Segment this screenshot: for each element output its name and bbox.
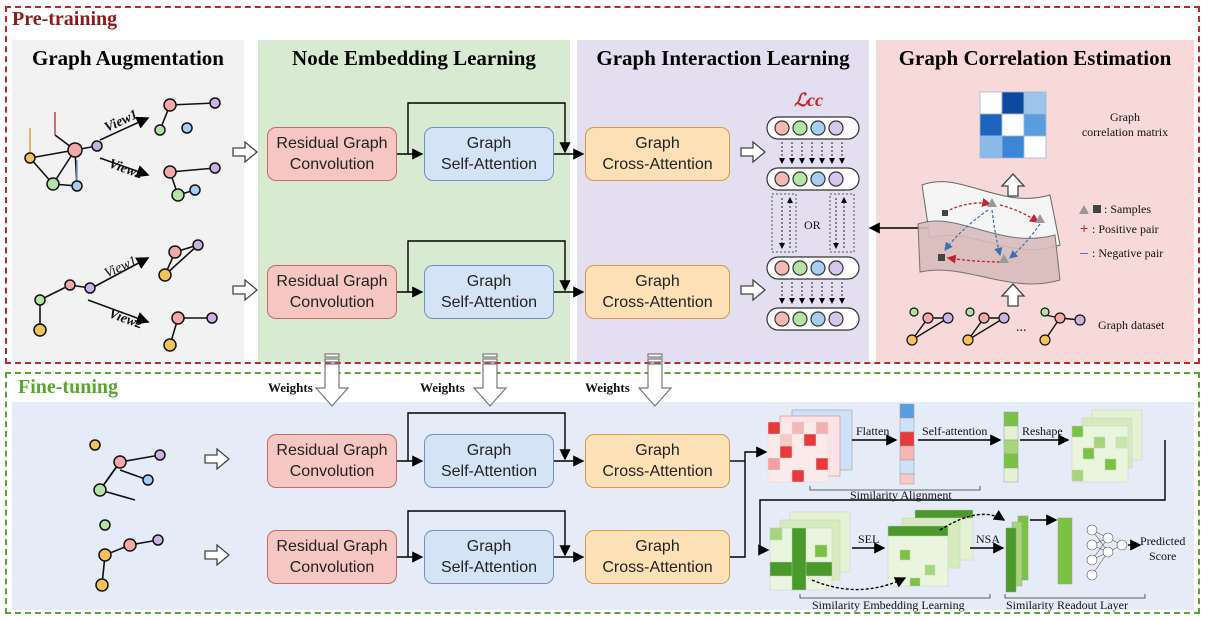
graph-cross-attention-box: Graph Cross-Attention xyxy=(585,265,730,319)
finetuning-label: Fine-tuning xyxy=(18,376,119,398)
graph-self-attention-box: Graph Self-Attention xyxy=(424,265,554,319)
finetuning-border xyxy=(5,372,1200,614)
reshape-label: Reshape xyxy=(1022,424,1063,438)
correlation-matrix-label: Graph correlation matrix xyxy=(1081,110,1169,139)
graph-cross-attention-box: Graph Cross-Attention xyxy=(585,530,730,584)
graph-self-attention-box: Graph Self-Attention xyxy=(424,127,554,181)
module-arrows xyxy=(397,102,1006,563)
self-attention-label: Self-attention xyxy=(922,424,988,438)
reshaped-matrix-stack xyxy=(1071,409,1143,483)
graph-self-attention-box: Graph Self-Attention xyxy=(424,434,554,488)
flatten-vector xyxy=(899,403,915,485)
flatten-label: Flatten xyxy=(856,424,890,438)
similarity-readout-label: Similarity Readout Layer xyxy=(1006,598,1128,612)
similarity-alignment-label: Similarity Alignment xyxy=(850,488,952,502)
pretraining-border xyxy=(5,6,1200,364)
attention-vector xyxy=(1003,411,1019,483)
pretraining-label: Pre-training xyxy=(12,8,118,30)
residual-graph-convolution-box: Residual Graph Convolution xyxy=(267,434,397,488)
section-title-augmentation: Graph Augmentation xyxy=(32,46,224,70)
legend-samples: : Samples xyxy=(1104,202,1151,216)
or-label: OR xyxy=(804,218,821,232)
graph-cross-attention-box: Graph Cross-Attention xyxy=(585,434,730,488)
finetune-flow-arrows xyxy=(758,434,1166,591)
mlp-network xyxy=(1086,524,1128,581)
weights-label-2: Weights xyxy=(420,380,465,395)
embedding-manifold: + – xyxy=(917,181,1101,285)
residual-graph-convolution-box: Residual Graph Convolution xyxy=(267,530,397,584)
svg-text:–: – xyxy=(1080,244,1088,260)
nsa-label: NSA xyxy=(976,532,1001,546)
molecule-nodes xyxy=(24,97,221,592)
weights-label-3: Weights xyxy=(585,380,630,395)
predicted-score-label: Predicted Score xyxy=(1140,534,1186,563)
hollow-arrows xyxy=(204,140,1026,567)
section-title-graph-interaction: Graph Interaction Learning xyxy=(596,46,850,70)
graph-self-attention-box: Graph Self-Attention xyxy=(424,530,554,584)
graph-dataset-label: Graph dataset xyxy=(1098,318,1165,332)
legend-negative: : Negative pair xyxy=(1092,246,1164,260)
graph-cross-attention-box: Graph Cross-Attention xyxy=(585,127,730,181)
readout-vectors xyxy=(1005,515,1073,593)
legend-positive: : Positive pair xyxy=(1092,222,1159,236)
similarity-embedding-learning-label: Similarity Embedding Learning xyxy=(812,598,965,612)
contrastive-loss-label: ℒcc xyxy=(794,90,823,110)
residual-graph-convolution-box: Residual Graph Convolution xyxy=(267,265,397,319)
graph-dataset-nodes xyxy=(906,307,1086,346)
svg-text:+: + xyxy=(1080,220,1088,236)
section-title-graph-correlation: Graph Correlation Estimation xyxy=(898,46,1172,70)
weights-label-1: Weights xyxy=(268,380,313,395)
embedding-pills xyxy=(766,116,860,331)
residual-graph-convolution-box: Residual Graph Convolution xyxy=(267,127,397,181)
sel-input-matrix xyxy=(769,511,851,591)
dataset-ellipsis: ... xyxy=(1016,320,1027,335)
brackets xyxy=(799,486,1146,599)
attention-dotted-arrows xyxy=(779,142,847,304)
augmentation-panel xyxy=(12,40,244,362)
correlation-matrix xyxy=(979,91,1047,159)
weights-arrows xyxy=(314,353,673,407)
sel-output-matrix xyxy=(887,509,974,587)
section-title-node-embedding: Node Embedding Learning xyxy=(292,46,536,70)
sel-label: SEL xyxy=(858,532,880,546)
similarity-matrix-stack xyxy=(767,409,853,483)
